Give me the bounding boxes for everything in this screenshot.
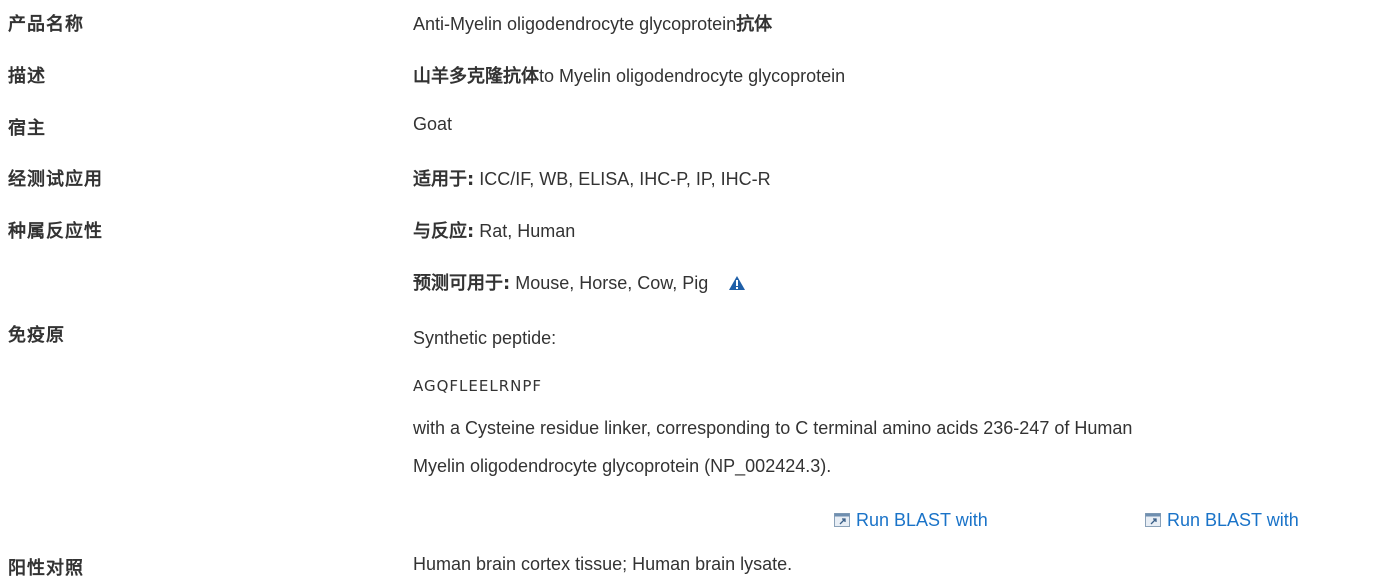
species-predicted-value: 预测可用于: Mouse, Horse, Cow, Pig bbox=[413, 269, 746, 295]
description-value: 山羊多克隆抗体to Myelin oligodendrocyte glycopr… bbox=[413, 62, 845, 88]
positive-control-label: 阳性对照 bbox=[8, 558, 84, 579]
warning-triangle-icon[interactable] bbox=[728, 275, 746, 291]
external-window-icon bbox=[834, 511, 850, 527]
product-name-label: 产品名称 bbox=[8, 14, 84, 35]
run-blast-link-2[interactable]: Run BLAST with bbox=[1145, 510, 1299, 531]
description-label: 描述 bbox=[8, 66, 46, 87]
description-prefix: 山羊多克隆抗体 bbox=[413, 66, 539, 87]
immunogen-sequence: AGQFLEELRNPF bbox=[413, 377, 543, 395]
positive-control-value: Human brain cortex tissue; Human brain l… bbox=[413, 554, 793, 574]
host-value: Goat bbox=[413, 114, 453, 134]
immunogen-line1: Synthetic peptide: bbox=[413, 328, 557, 348]
tested-applications-value: 适用于: ICC/IF, WB, ELISA, IHC-P, IP, IHC-R bbox=[413, 165, 771, 191]
description-text: to Myelin oligodendrocyte glycoprotein bbox=[539, 66, 846, 86]
species-reacts-prefix: 与反应: bbox=[413, 221, 475, 242]
external-window-icon bbox=[1145, 511, 1161, 527]
product-name-value: Anti-Myelin oligodendrocyte glycoprotein… bbox=[413, 10, 772, 36]
tested-applications-label: 经测试应用 bbox=[8, 169, 103, 190]
species-predicted-prefix: 预测可用于: bbox=[413, 273, 511, 294]
species-predicted-text: Mouse, Horse, Cow, Pig bbox=[510, 273, 709, 293]
immunogen-line3b: Myelin oligodendrocyte glycoprotein (NP_… bbox=[413, 456, 832, 476]
species-reactivity-label: 种属反应性 bbox=[8, 221, 103, 242]
run-blast-label-1: Run BLAST with bbox=[856, 510, 988, 530]
tested-applications-text: ICC/IF, WB, ELISA, IHC-P, IP, IHC-R bbox=[474, 169, 771, 189]
run-blast-label-2: Run BLAST with bbox=[1167, 510, 1299, 530]
species-reacts-value: 与反应: Rat, Human bbox=[413, 217, 575, 243]
product-name-text: Anti-Myelin oligodendrocyte glycoprotein bbox=[413, 14, 737, 34]
immunogen-line3a: with a Cysteine residue linker, correspo… bbox=[413, 418, 1133, 438]
immunogen-label: 免疫原 bbox=[8, 325, 65, 346]
product-name-suffix: 抗体 bbox=[736, 14, 773, 35]
tested-applications-prefix: 适用于: bbox=[413, 169, 475, 190]
run-blast-link-1[interactable]: Run BLAST with bbox=[834, 510, 988, 531]
species-reacts-text: Rat, Human bbox=[474, 221, 576, 241]
host-label: 宿主 bbox=[8, 118, 46, 139]
